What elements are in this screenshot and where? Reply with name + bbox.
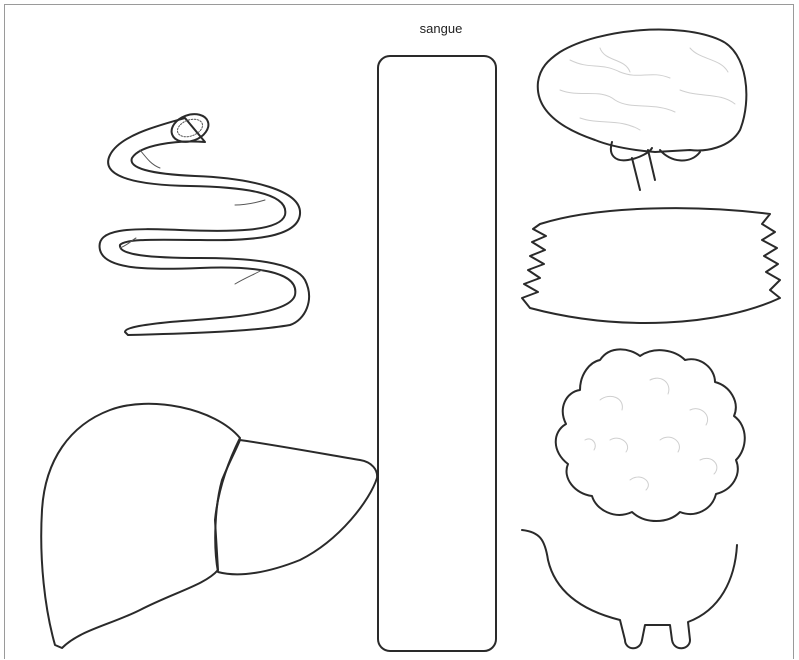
kidney[interactable] bbox=[522, 530, 737, 648]
liver[interactable] bbox=[41, 404, 377, 648]
muscle[interactable] bbox=[522, 208, 780, 323]
blood-column[interactable] bbox=[378, 56, 496, 651]
small-intestine[interactable] bbox=[100, 109, 310, 335]
brain[interactable] bbox=[538, 30, 747, 190]
lung-tissue[interactable] bbox=[556, 349, 745, 521]
